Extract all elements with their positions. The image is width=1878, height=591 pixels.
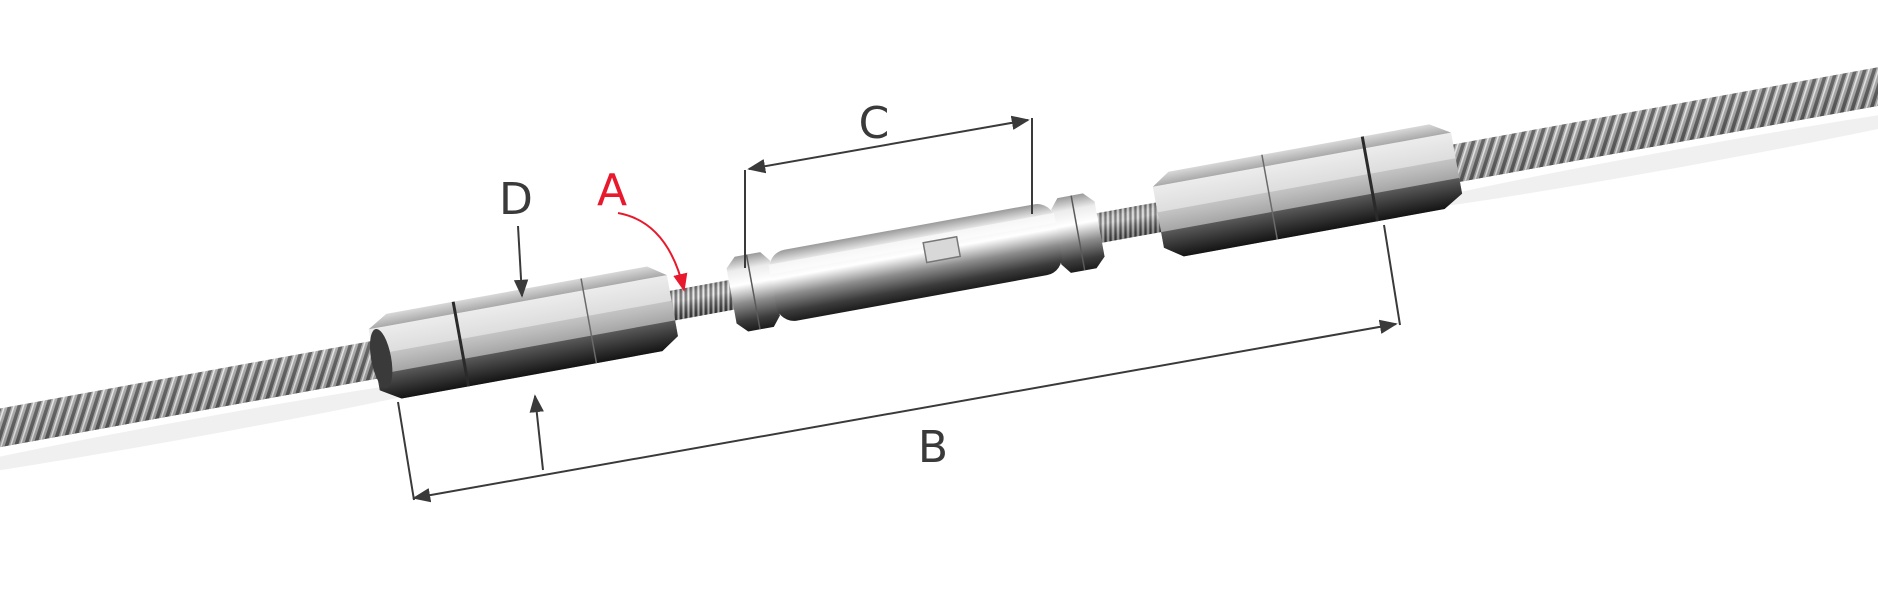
- dimension-b-label: B: [918, 422, 948, 473]
- right-wire-rope: [1421, 28, 1878, 186]
- cable-shadow: [1389, 102, 1878, 212]
- dimension-c: [744, 115, 1033, 268]
- turnbuckle-body: [768, 204, 1062, 321]
- right-lock-nut: [1051, 193, 1105, 273]
- dimension-a-label: A: [597, 165, 627, 216]
- right-swage-terminal: [1152, 124, 1463, 257]
- cable-shadow: [0, 372, 494, 482]
- left-wire-rope: [0, 332, 439, 466]
- dimension-c-label: C: [859, 98, 890, 149]
- dimension-a-pointer: [617, 212, 688, 292]
- left-lock-nut: [726, 252, 780, 332]
- turnbuckle-assembly: [0, 28, 1878, 482]
- dimension-d-label: D: [499, 174, 533, 225]
- dimension-d: [513, 225, 544, 471]
- dimension-b: [397, 224, 1401, 503]
